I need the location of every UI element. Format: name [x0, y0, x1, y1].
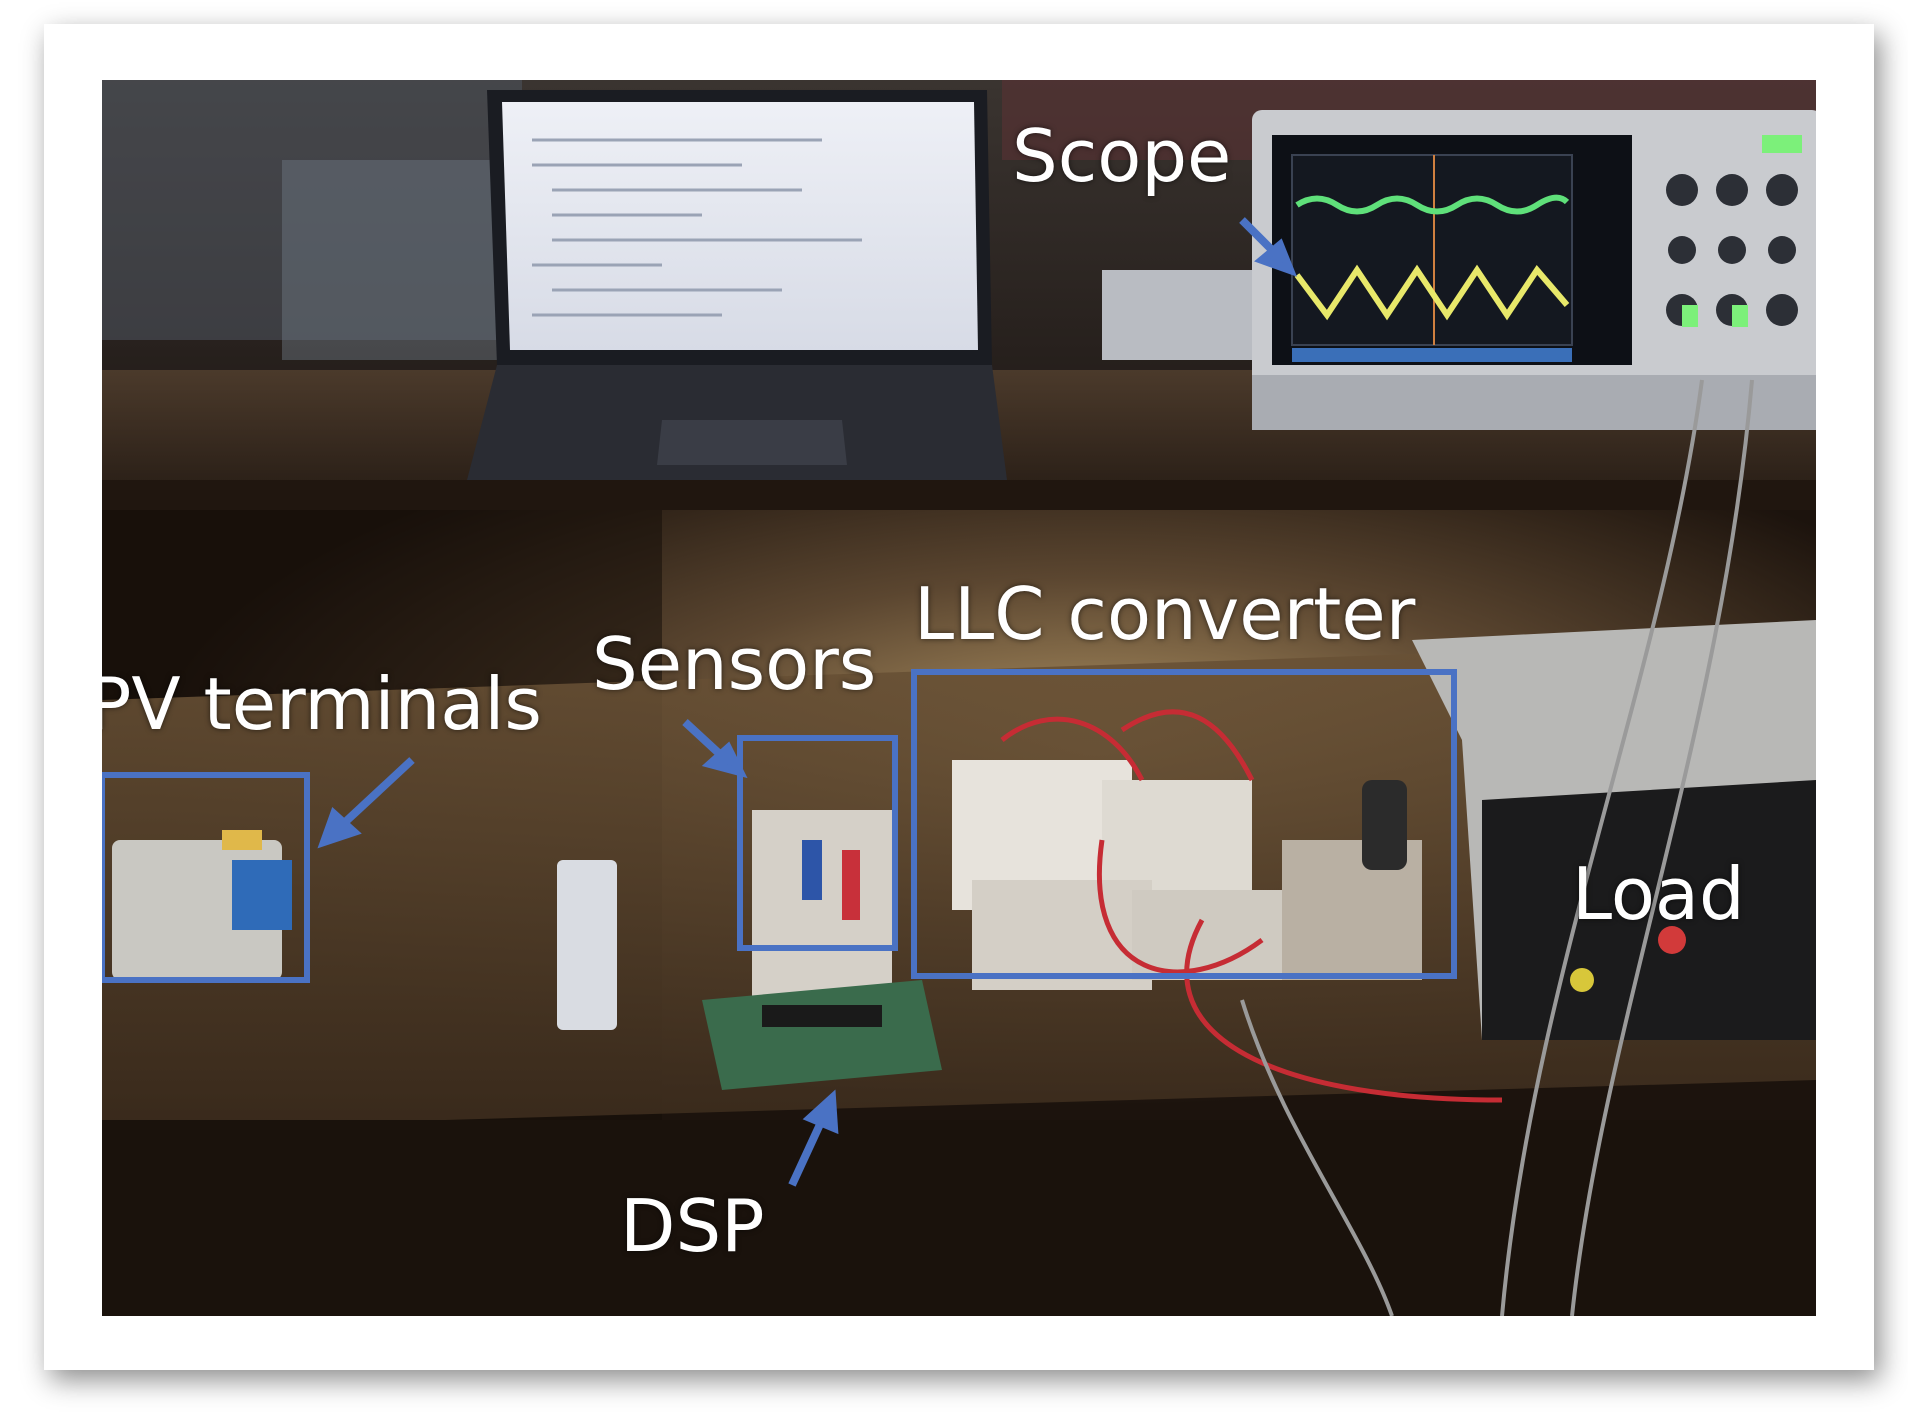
- pv-arrow-head: [317, 807, 362, 849]
- llc-red-wires: [1000, 709, 1503, 1103]
- llc-converter-box: [911, 669, 1457, 979]
- scope-arrow-head: [1254, 238, 1298, 277]
- oscilloscope-trace-1: [1295, 194, 1570, 215]
- dsp-header: [762, 1005, 882, 1027]
- laptop-code-lines: [532, 138, 862, 317]
- table-front-edge: [102, 1120, 1816, 1316]
- label-load: Load: [1572, 852, 1745, 936]
- label-sensors: Sensors: [592, 622, 877, 706]
- probe-cables: [1240, 379, 1754, 1316]
- oscilloscope-knobs: [1666, 174, 1798, 326]
- load-terminal-red: [1658, 926, 1686, 954]
- oscilloscope-power-led: [1762, 135, 1802, 153]
- left-instrument: [282, 160, 512, 360]
- label-scope: Scope: [1012, 114, 1232, 198]
- laptop-touchpad: [657, 420, 847, 465]
- pv-terminals-box: [102, 772, 310, 983]
- sensor-wire: [842, 850, 860, 920]
- label-pv-terminals: PV terminals: [102, 662, 542, 746]
- oscilloscope-trace-2: [1294, 264, 1570, 321]
- oscilloscope-grid: [1291, 154, 1573, 346]
- llc-board-3: [972, 880, 1152, 990]
- dsp-arrow: [788, 1118, 826, 1187]
- oscilloscope-channel-led-1: [1682, 305, 1698, 327]
- oscilloscope-channel-led-2: [1732, 305, 1748, 327]
- dsp-arrow-head: [802, 1089, 839, 1135]
- lab-setup-photo: Scope PV terminals Sensors LLC converter…: [102, 80, 1816, 1316]
- shelf-edge: [102, 480, 1816, 510]
- load-front-panel: [1482, 780, 1816, 1040]
- photo-scene: [102, 80, 1816, 1316]
- pv-terminal-yellow-part: [222, 830, 262, 850]
- oscilloscope-front-buttons: [1252, 375, 1816, 430]
- llc-capacitor: [1362, 780, 1407, 870]
- annotation-boxes: [102, 669, 1457, 983]
- sensors-arrow-head: [701, 741, 748, 779]
- photo-frame: Scope PV terminals Sensors LLC converter…: [44, 24, 1874, 1370]
- annotation-arrows: [317, 217, 1298, 1187]
- sensors-box: [737, 735, 898, 951]
- label-llc-converter: LLC converter: [914, 572, 1416, 656]
- probe-box: [1102, 270, 1252, 360]
- oscilloscope-status-bar: [1292, 348, 1572, 362]
- pv-terminal-blue-part: [232, 860, 292, 930]
- left-equipment-rack: [102, 80, 522, 340]
- sensor-component: [802, 840, 822, 900]
- llc-board-4: [1132, 890, 1282, 980]
- white-module: [557, 860, 617, 1030]
- load-terminal-yellow: [1570, 968, 1594, 992]
- pv-arrow: [339, 757, 415, 828]
- label-dsp: DSP: [620, 1184, 765, 1268]
